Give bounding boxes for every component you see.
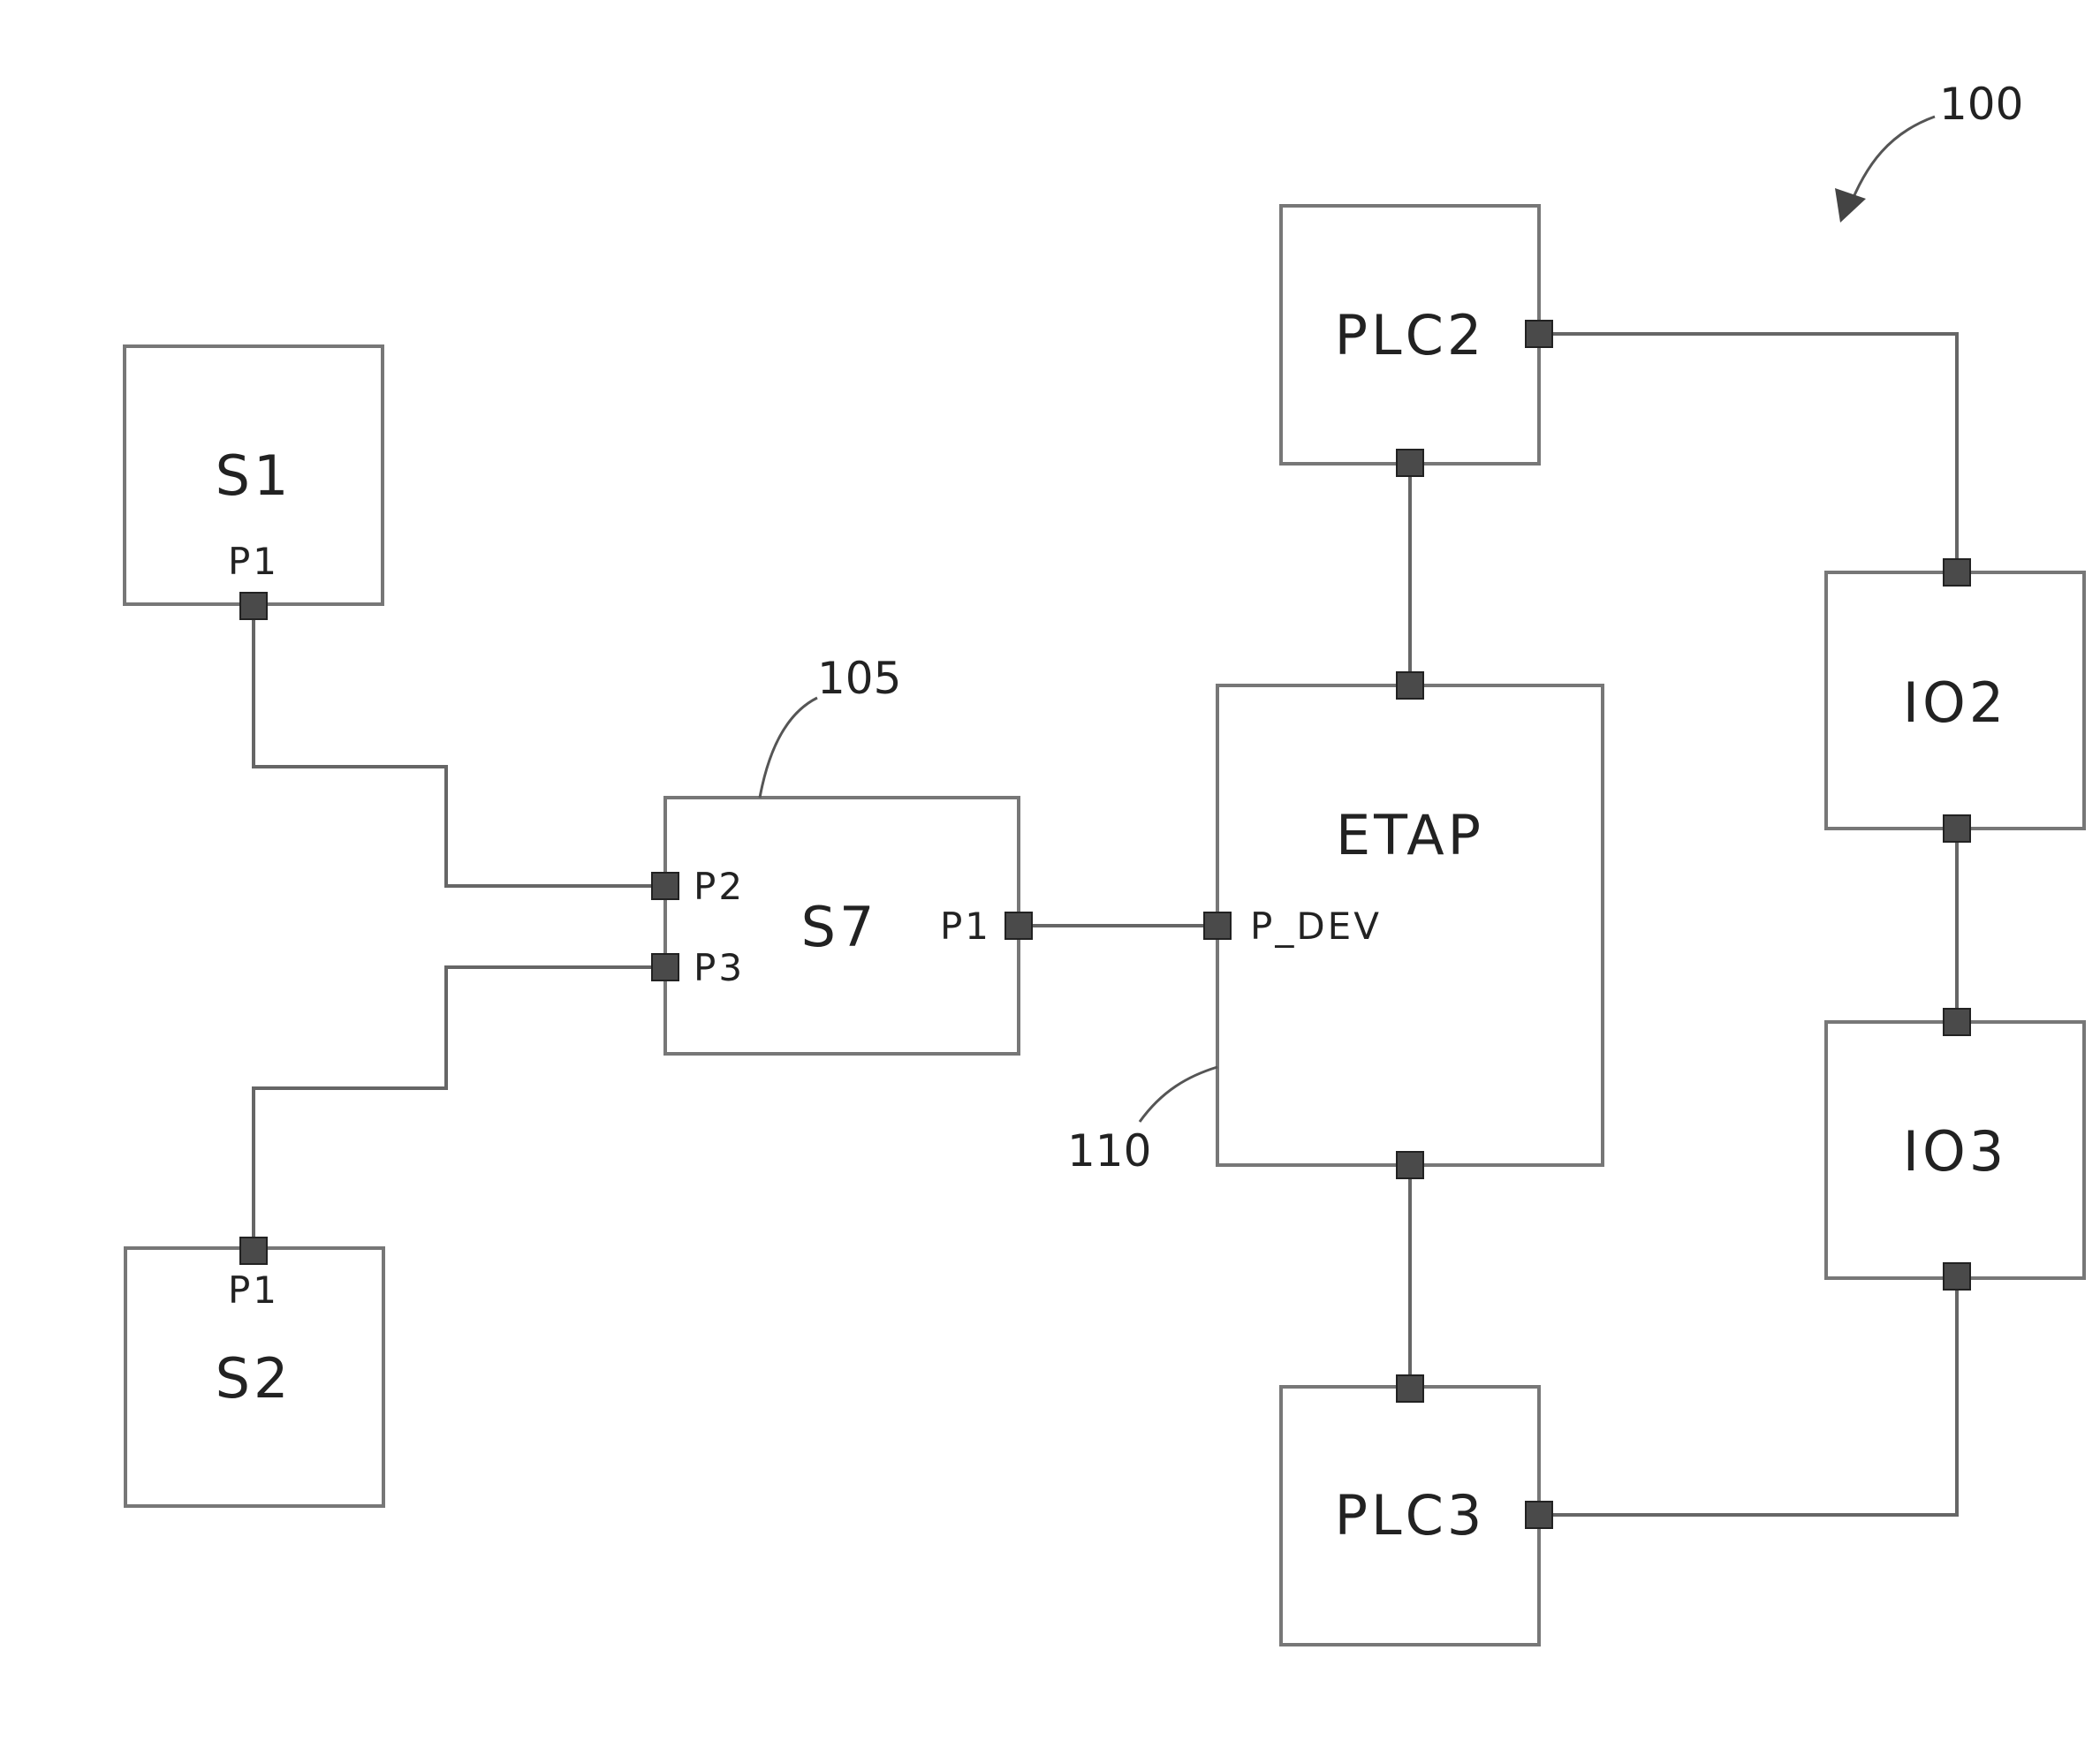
figure-reference-arrowhead: [1835, 188, 1866, 223]
etap-port-p-dev[interactable]: [1204, 912, 1231, 939]
s7-reference-label: 105: [817, 653, 901, 704]
s7-port-p2[interactable]: [652, 873, 679, 899]
s7-port-p3-label: P3: [694, 946, 745, 989]
s2-port-label: P1: [228, 1268, 279, 1312]
plc3-port-top[interactable]: [1397, 1375, 1423, 1402]
io2-port-top[interactable]: [1944, 559, 1970, 586]
etap-port-p-dev-label: P_DEV: [1250, 905, 1382, 948]
plc2-port-right[interactable]: [1526, 321, 1552, 347]
wire-plc2-to-io2: [1539, 334, 1957, 572]
io3-label: IO3: [1903, 1119, 2008, 1184]
wire-s2-to-s7: [254, 967, 667, 1252]
plc3-label: PLC3: [1335, 1483, 1486, 1548]
io2-label: IO2: [1903, 670, 2008, 735]
etap-reference-leader: [1140, 1067, 1217, 1122]
wire-s1-to-s7: [254, 608, 667, 886]
io2-port-bottom[interactable]: [1944, 815, 1970, 842]
s7-label: S7: [801, 895, 878, 959]
s7-port-p3[interactable]: [652, 954, 679, 980]
wire-io3-to-plc3: [1539, 1276, 1957, 1515]
etap-port-top[interactable]: [1397, 672, 1423, 699]
s7-port-p1[interactable]: [1005, 912, 1032, 939]
s2-label: S2: [216, 1346, 292, 1411]
s1-port-p1[interactable]: [240, 593, 267, 619]
io3-port-top[interactable]: [1944, 1009, 1970, 1035]
etap-label: ETAP: [1336, 803, 1484, 867]
s7-reference-leader: [760, 698, 817, 798]
s7-port-p2-label: P2: [694, 865, 745, 908]
plc2-port-bottom[interactable]: [1397, 450, 1423, 476]
io3-port-bottom[interactable]: [1944, 1263, 1970, 1290]
figure-reference-leader: [1848, 117, 1935, 210]
plc3-port-right[interactable]: [1526, 1502, 1552, 1528]
s1-port-label: P1: [228, 540, 279, 583]
figure-reference-label: 100: [1939, 79, 2023, 130]
etap-port-bottom[interactable]: [1397, 1152, 1423, 1178]
etap-reference-label: 110: [1067, 1125, 1151, 1177]
s7-port-p1-label: P1: [940, 905, 991, 948]
s2-port-p1[interactable]: [240, 1238, 267, 1264]
s1-label: S1: [216, 443, 292, 508]
plc2-label: PLC2: [1335, 303, 1486, 367]
